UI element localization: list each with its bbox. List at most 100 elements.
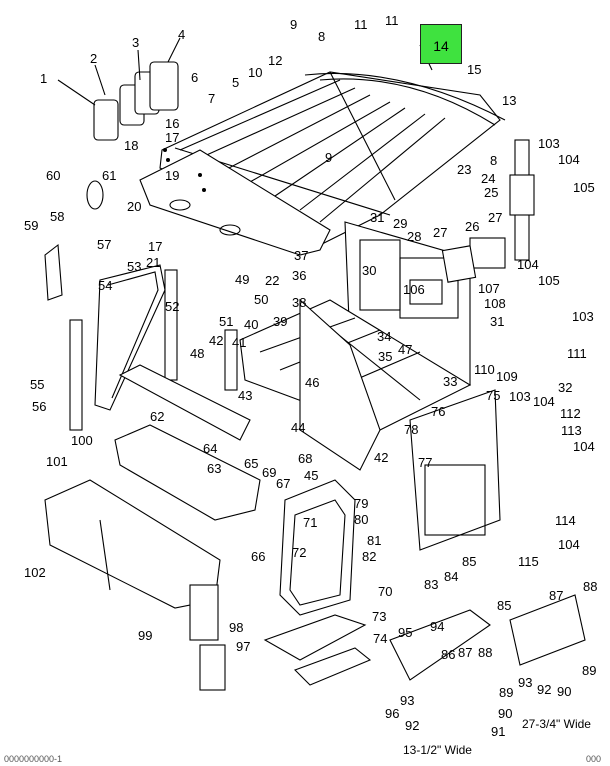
callout-87a: 87	[549, 588, 564, 603]
callout-55: 55	[30, 377, 45, 392]
callout-47: 47	[398, 342, 413, 357]
step-73	[263, 614, 367, 661]
step-74	[294, 647, 372, 686]
pillar-41	[224, 329, 238, 391]
callout-68: 68	[298, 451, 313, 466]
right-door	[409, 389, 501, 551]
callout-8a: 8	[318, 29, 326, 44]
callout-1: 1	[40, 71, 48, 86]
callout-42b: 42	[374, 450, 389, 465]
callout-103b: 103	[572, 309, 594, 324]
callout-54: 54	[98, 278, 113, 293]
front-header	[139, 149, 331, 256]
callout-44: 44	[291, 420, 306, 435]
part-61	[86, 180, 104, 210]
callout-76: 76	[431, 404, 446, 419]
callout-17a: 17	[165, 130, 180, 145]
callout-84: 84	[444, 569, 459, 584]
callout-113: 113	[561, 423, 582, 438]
callout-94: 94	[430, 619, 445, 634]
callout-52: 52	[165, 299, 180, 314]
callout-57: 57	[97, 237, 112, 252]
callout-83: 83	[424, 577, 439, 592]
callout-114: 114	[555, 513, 576, 528]
callout-42a: 42	[209, 333, 224, 348]
callout-62: 62	[150, 409, 165, 424]
callout-93b: 93	[400, 693, 415, 708]
callout-91: 91	[491, 724, 506, 739]
callout-45: 45	[304, 468, 319, 483]
callout-20: 20	[127, 199, 142, 214]
callout-73: 73	[372, 609, 387, 624]
callout-77: 77	[418, 455, 433, 470]
callout-85: 85	[462, 554, 477, 569]
callout-60: 60	[46, 168, 61, 183]
door-frame	[94, 264, 166, 411]
footer-right: 000	[586, 754, 602, 764]
highlight-box-14[interactable]: 14	[420, 24, 462, 64]
callout-104a: 104	[558, 152, 580, 167]
callout-86: 86	[441, 647, 456, 662]
callout-35: 35	[378, 349, 393, 364]
callout-19: 19	[165, 168, 180, 183]
callout-15: 15	[467, 62, 482, 77]
callout-75: 75	[486, 388, 501, 403]
callout-95: 95	[398, 625, 413, 640]
callout-89b: 89	[499, 685, 514, 700]
callout-30: 30	[362, 263, 377, 278]
part-1	[93, 99, 119, 141]
callout-105a: 105	[573, 180, 595, 195]
callout-109: 109	[496, 369, 518, 384]
callout-3: 3	[132, 35, 140, 50]
callout-53: 53	[127, 259, 142, 274]
callout-71: 71	[303, 515, 318, 530]
callout-34: 34	[377, 329, 392, 344]
callout-101: 101	[46, 454, 68, 469]
callout-88a: 88	[583, 579, 598, 594]
callout-104b: 104	[517, 257, 539, 272]
callout-65: 65	[244, 456, 259, 471]
callout-90b: 90	[498, 706, 513, 721]
footer-left: 0000000000-1	[4, 754, 63, 764]
callout-92b: 92	[405, 718, 420, 733]
callout-96: 96	[385, 706, 400, 721]
callout-89a: 89	[582, 663, 597, 678]
callout-69: 69	[262, 465, 277, 480]
rear-window	[469, 237, 506, 269]
callout-2: 2	[90, 51, 98, 66]
callout-29: 29	[393, 216, 408, 231]
callout-33: 33	[443, 374, 458, 389]
callout-6: 6	[191, 70, 199, 85]
callout-9b: 9	[325, 150, 333, 165]
dash-bar	[118, 364, 251, 441]
callout-43: 43	[238, 388, 253, 403]
callout-23: 23	[457, 162, 472, 177]
callout-31b: 31	[490, 314, 505, 329]
callout-21: 21	[146, 255, 161, 270]
callout-8b: 8	[490, 153, 498, 168]
callout-41: 41	[232, 335, 247, 350]
callout-82: 82	[362, 549, 377, 564]
callout-25: 25	[484, 185, 499, 200]
callout-22: 22	[265, 273, 280, 288]
callout-63: 63	[207, 461, 222, 476]
callout-103c: 103	[509, 389, 531, 404]
callout-72: 72	[292, 545, 307, 560]
window-13-wide	[389, 609, 491, 681]
callout-49: 49	[235, 272, 250, 287]
callout-112: 112	[560, 406, 581, 421]
callout-50: 50	[254, 292, 269, 307]
pillar-52	[164, 269, 178, 381]
callout-105b: 105	[538, 273, 560, 288]
callout-11b: 11	[385, 13, 399, 28]
callout-18: 18	[124, 138, 139, 153]
callout-10: 10	[248, 65, 263, 80]
callout-13: 13	[502, 93, 517, 108]
callout-108: 108	[484, 296, 506, 311]
highlight-label: 14	[433, 38, 449, 54]
callout-38: 38	[292, 295, 307, 310]
callout-98: 98	[229, 620, 244, 635]
callout-16: 16	[165, 116, 180, 131]
callout-103a: 103	[538, 136, 560, 151]
